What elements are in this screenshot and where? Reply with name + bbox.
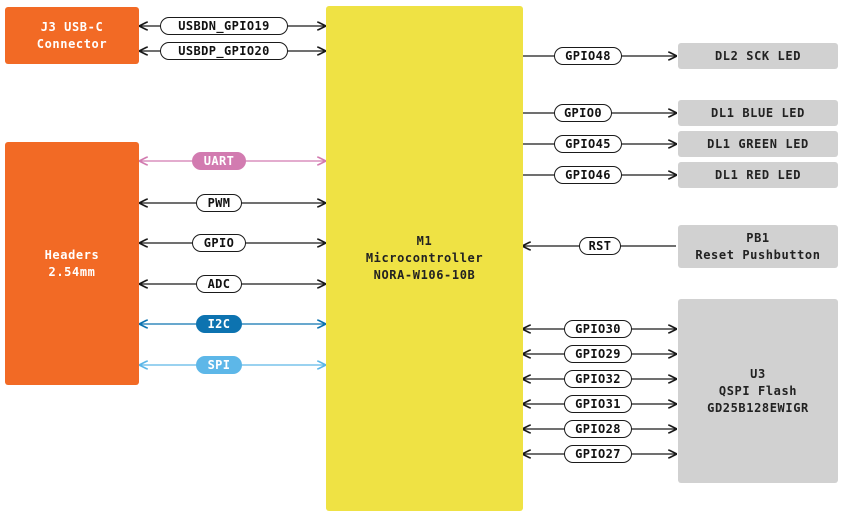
dl1-blue-led-block: DL1 BLUE LED [678, 100, 838, 126]
headers-line-1: Headers [44, 247, 100, 262]
gpio46-label: GPIO46 [554, 166, 622, 184]
dl2-sck-led-block: DL2 SCK LED [678, 43, 838, 69]
usb-connector-block: J3 USB-C Connector [5, 7, 139, 64]
flash-line-2: QSPI Flash [718, 383, 798, 398]
gpio48-label: GPIO48 [554, 47, 622, 65]
mcu-line-1: M1 [416, 234, 433, 248]
microcontroller-block: M1 Microcontroller NORA-W106-10B [326, 6, 523, 511]
gpio45-label: GPIO45 [554, 135, 622, 153]
usbdn-gpio19-label: USBDN_GPIO19 [160, 17, 288, 35]
qspi-flash-block: U3 QSPI Flash GD25B128EWIGR [678, 299, 838, 483]
adc-label: ADC [196, 275, 242, 293]
gpio-label: GPIO [192, 234, 246, 252]
rst-label: RST [579, 237, 621, 255]
headers-block: Headers 2.54mm [5, 142, 139, 385]
dl1-red-label: DL1 RED LED [714, 167, 802, 182]
headers-line-2: 2.54mm [48, 264, 96, 279]
usb-connector-line-1: J3 USB-C [40, 19, 104, 34]
pwm-label: PWM [196, 194, 242, 212]
gpio29-label: GPIO29 [564, 345, 632, 363]
flash-line-3: GD25B128EWIGR [707, 400, 809, 415]
pb1-line-2: Reset Pushbutton [695, 247, 821, 262]
dl1-green-led-block: DL1 GREEN LED [678, 131, 838, 157]
spi-label: SPI [196, 356, 242, 374]
i2c-label: I2C [196, 315, 242, 333]
flash-line-1: U3 [750, 366, 766, 381]
usb-connector-line-2: Connector [36, 36, 108, 51]
reset-pushbutton-block: PB1 Reset Pushbutton [678, 225, 838, 268]
uart-label: UART [192, 152, 246, 170]
dl2-label: DL2 SCK LED [714, 48, 802, 63]
gpio32-label: GPIO32 [564, 370, 632, 388]
gpio30-label: GPIO30 [564, 320, 632, 338]
gpio31-label: GPIO31 [564, 395, 632, 413]
mcu-line-2: Microcontroller [365, 251, 484, 265]
gpio0-label: GPIO0 [554, 104, 612, 122]
dl1-red-led-block: DL1 RED LED [678, 162, 838, 188]
dl1-green-label: DL1 GREEN LED [707, 136, 809, 151]
usbdp-gpio20-label: USBDP_GPIO20 [160, 42, 288, 60]
gpio28-label: GPIO28 [564, 420, 632, 438]
gpio27-label: GPIO27 [564, 445, 632, 463]
mcu-line-3: NORA-W106-10B [373, 268, 476, 282]
pb1-line-1: PB1 [746, 230, 770, 245]
dl1-blue-label: DL1 BLUE LED [711, 105, 805, 120]
